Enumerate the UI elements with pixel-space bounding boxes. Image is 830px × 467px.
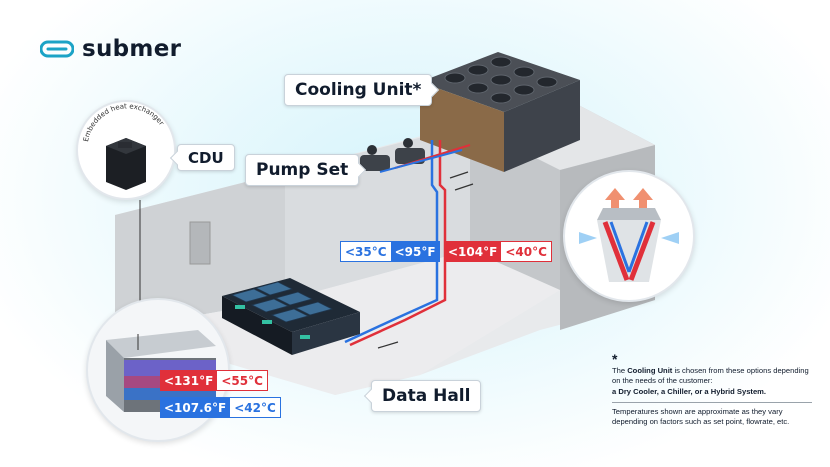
footnote-star: * (612, 351, 618, 367)
submer-logo-icon (40, 40, 74, 58)
supply-temperature-badge: <35°C <95°F (340, 241, 440, 262)
brand-name: submer (82, 36, 182, 62)
dry-cooler-illustration (579, 188, 679, 282)
supply-temp-fahrenheit: <95°F (390, 241, 440, 262)
tank-cold-temp-fahrenheit: <107.6°F (160, 397, 231, 418)
cdu-illustration: Embedded heat exchanger (82, 102, 165, 190)
pipe-pump-cold (379, 149, 463, 173)
cooling-unit-side (420, 82, 504, 172)
tank-cold-temperature-badge: <107.6°F <42°C (160, 397, 281, 418)
tank-hot-temp-fahrenheit: <131°F (160, 370, 218, 391)
flow-arrows (377, 171, 474, 349)
cdu-label: CDU (177, 144, 235, 171)
footnote-line1: The Cooling Unit is chosen from these op… (612, 366, 809, 386)
cdu-inset: Embedded heat exchanger (76, 100, 176, 200)
pump-set-label: Pump Set (245, 154, 360, 186)
cooling-unit-label: Cooling Unit* (284, 74, 433, 106)
door (189, 221, 211, 265)
cooling-unit-fans (444, 56, 558, 104)
tank-hot-temp-celsius: <55°C (217, 370, 268, 391)
dry-cooler-inset (563, 170, 695, 302)
supply-temp-celsius: <35°C (340, 241, 391, 262)
data-hall-label: Data Hall (371, 380, 482, 412)
tank-hot-temperature-badge: <131°F <55°C (160, 370, 268, 391)
return-temp-fahrenheit: <104°F (444, 241, 502, 262)
footnote-divider (612, 401, 812, 403)
tank-cold-temp-celsius: <42°C (230, 397, 281, 418)
cooling-unit-front (504, 80, 580, 172)
immersion-tanks (222, 278, 360, 355)
footnote-line2: a Dry Cooler, a Chiller, or a Hybrid Sys… (612, 386, 767, 396)
pump-set (360, 138, 425, 171)
footnote: * The Cooling Unit is chosen from these … (612, 352, 812, 427)
return-temperature-badge: <104°F <40°C (444, 241, 552, 262)
brand-logo: submer (40, 36, 181, 62)
return-temp-celsius: <40°C (501, 241, 552, 262)
footnote-line3: Temperatures shown are approximate as th… (612, 406, 790, 426)
